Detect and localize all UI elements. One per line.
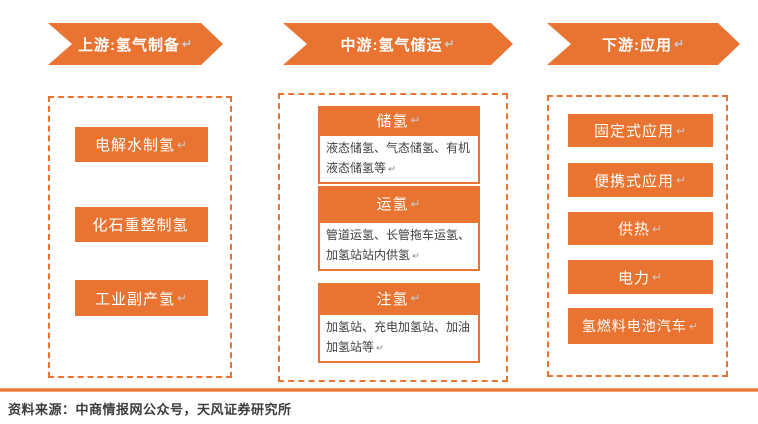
line-break-mark: ↵ [675,123,688,138]
group-header-label: 储氢 [376,112,409,130]
group-hydrogen-refueling: 注氢 ↵ 加氢站、充电加氢站、加油加氢站等↵ [318,283,480,363]
line-break-mark: ↵ [410,291,422,305]
group-hydrogen-transport: 运氢 ↵ 管道运氢、长管拖车运氢、加氢站站内供氢↵ [318,186,480,271]
box-label: 工业副产氢 [94,290,175,308]
line-break-mark: ↵ [388,163,397,175]
line-break-mark: ↵ [376,342,385,354]
box-label: 便携式应用 [593,172,674,190]
line-break-mark: ↵ [181,37,194,51]
line-break-mark: ↵ [444,37,456,51]
group-header: 注氢 ↵ [318,283,480,313]
divider-rule [0,388,758,392]
stage-arrow-upstream: 上游:氢气制备 ↵ [48,23,223,65]
box-stationary-application: 固定式应用 ↵ [568,114,713,147]
group-header-label: 注氢 [376,290,409,308]
stage-arrow-midstream: 中游:氢气储运 ↵ [283,23,513,65]
source-note: 资料来源：中商情报网公众号，天风证券研究所 [8,402,292,417]
box-label: 电解水制氢 [94,137,175,154]
stage-arrow-upstream-label: 上游:氢气制备 [77,36,180,54]
box-heating: 供热 ↵ [568,212,713,245]
line-break-mark: ↵ [410,196,422,211]
group-body-text: 管道运氢、长管拖车运氢、加氢站站内供氢 [326,228,471,262]
group-hydrogen-storage: 储氢 ↵ 液态储氢、气态储氢、有机液态储氢等↵ [318,106,480,184]
line-break-mark: ↵ [651,221,664,236]
box-label: 供热 [617,221,650,238]
group-body: 加氢站、充电加氢站、加油加氢站等↵ [318,313,480,363]
midstream-container [278,93,508,382]
stage-arrow-midstream-label: 中游:氢气储运 [340,36,443,54]
group-header: 储氢 ↵ [318,106,480,134]
line-break-mark: ↵ [675,173,688,187]
group-body: 管道运氢、长管拖车运氢、加氢站站内供氢↵ [318,221,480,271]
box-portable-application: 便携式应用 ↵ [568,163,713,197]
box-fuel-cell-vehicle: 氢燃料电池汽车 ↵ [568,308,713,344]
box-industrial-byproduct: 工业副产氢 ↵ [75,280,208,316]
line-break-mark: ↵ [673,37,686,51]
group-body-text: 加氢站、充电加氢站、加油加氢站等 [326,320,471,354]
group-header-label: 运氢 [376,196,409,213]
line-break-mark: ↵ [412,250,421,262]
box-label: 固定式应用 [593,123,674,140]
stage-arrow-downstream-label: 下游:应用 [601,36,672,54]
box-label: 化石重整制氢 [92,217,189,234]
line-break-mark: ↵ [176,291,189,305]
box-fossil-reforming: 化石重整制氢 [75,207,208,242]
box-water-electrolysis: 电解水制氢 ↵ [75,127,208,162]
line-break-mark: ↵ [651,270,664,284]
line-break-mark: ↵ [688,320,700,333]
group-body: 液态储氢、气态储氢、有机液态储氢等↵ [318,134,480,184]
box-label: 氢燃料电池汽车 [581,318,687,334]
group-body-text: 液态储氢、气态储氢、有机液态储氢等 [326,141,471,175]
line-break-mark: ↵ [410,113,422,127]
box-label: 电力 [617,269,650,287]
stage-arrow-downstream: 下游:应用 ↵ [547,23,740,65]
downstream-container [547,95,728,377]
group-header: 运氢 ↵ [318,186,480,221]
upstream-container [48,96,232,378]
box-electric-power: 电力 ↵ [568,260,713,294]
line-break-mark: ↵ [176,137,189,152]
